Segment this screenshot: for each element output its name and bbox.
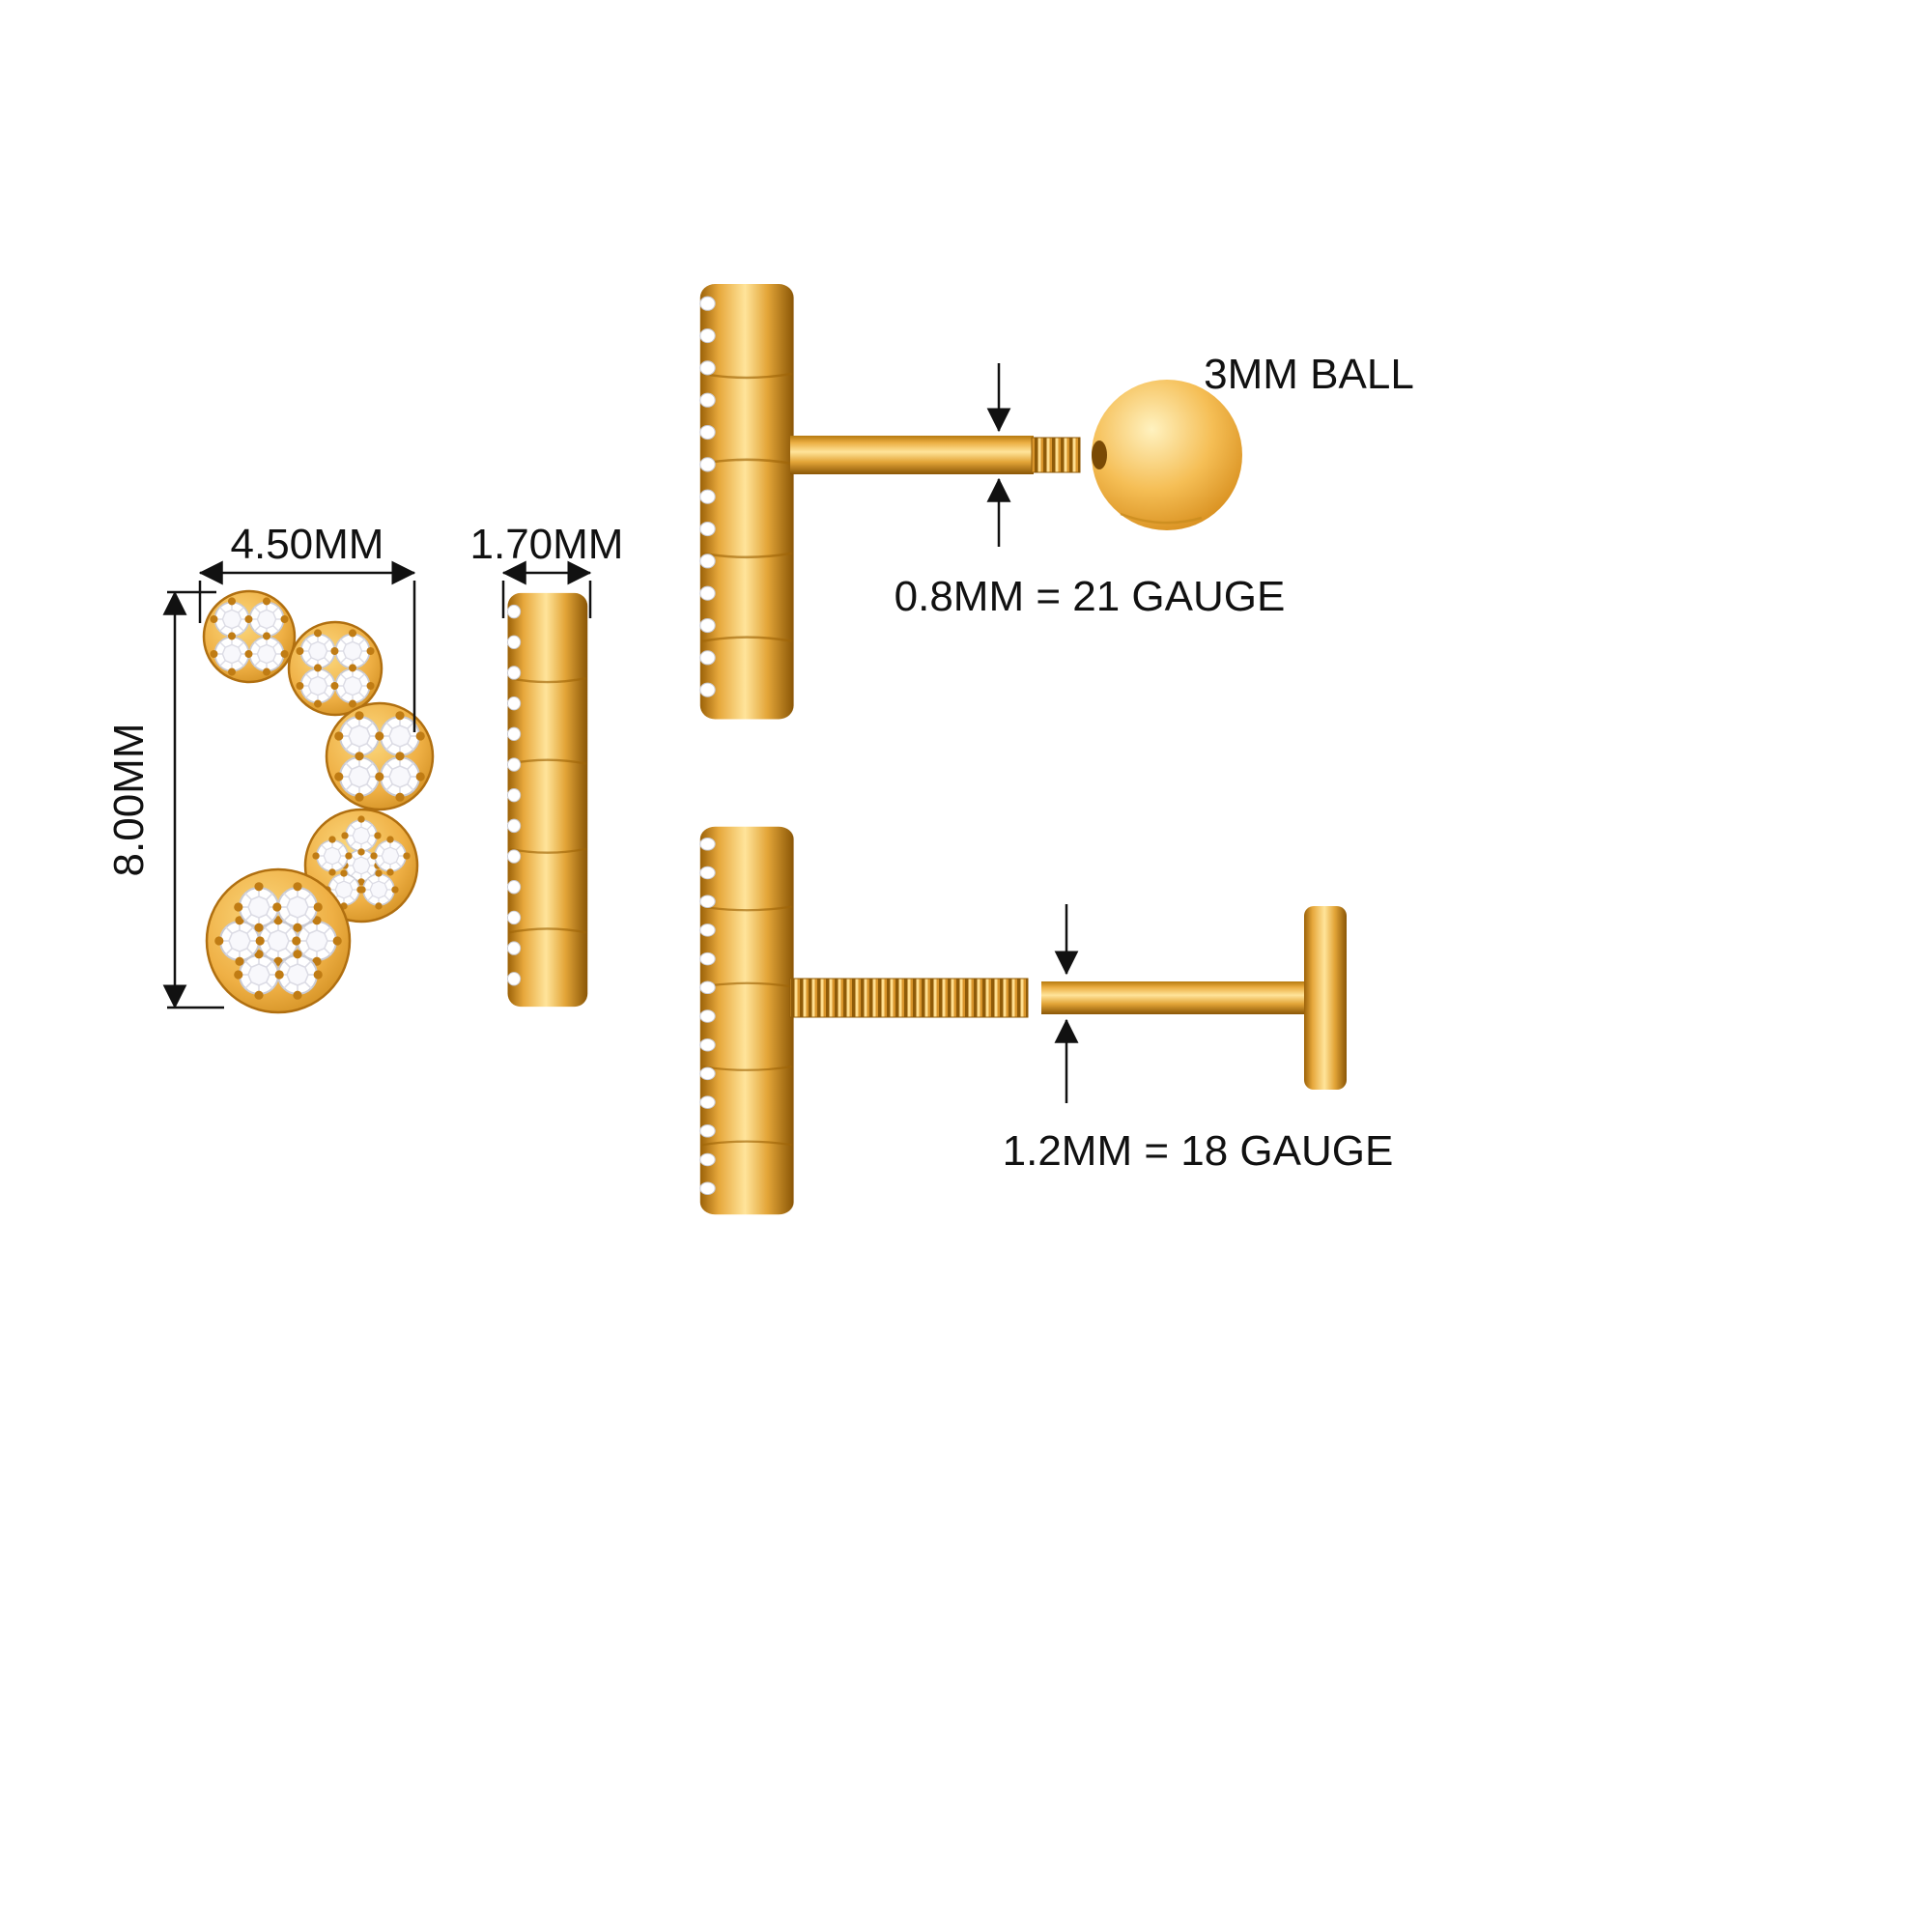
top-gauge-label: 0.8MM = 21 GAUGE <box>895 573 1286 620</box>
side-view-dimensions <box>501 560 592 618</box>
front-view-dimensions <box>162 560 416 1009</box>
width-dimension-label: 4.50MM <box>231 521 384 568</box>
front-view <box>202 589 435 1014</box>
ball-end-assembly <box>698 282 1242 721</box>
pave-disc <box>287 620 384 717</box>
pave-disc <box>202 589 297 684</box>
bottom-gauge-label: 1.2MM = 18 GAUGE <box>1003 1127 1394 1175</box>
post-threads <box>1031 437 1081 473</box>
flat-back-assembly <box>698 825 1347 1216</box>
threaded-post <box>789 978 1029 1018</box>
ball-size-label: 3MM BALL <box>1204 351 1414 398</box>
labret-shaft <box>1041 981 1312 1014</box>
ball-thread-hole <box>1092 440 1107 469</box>
pave-disc <box>325 701 435 811</box>
screw-ball <box>1092 380 1242 530</box>
post-shaft <box>790 436 1034 474</box>
height-dimension-label: 8.00MM <box>105 724 153 877</box>
side-view <box>506 591 589 1009</box>
flat-back-disc <box>1304 906 1347 1090</box>
thickness-dimension-label: 1.70MM <box>470 521 624 568</box>
